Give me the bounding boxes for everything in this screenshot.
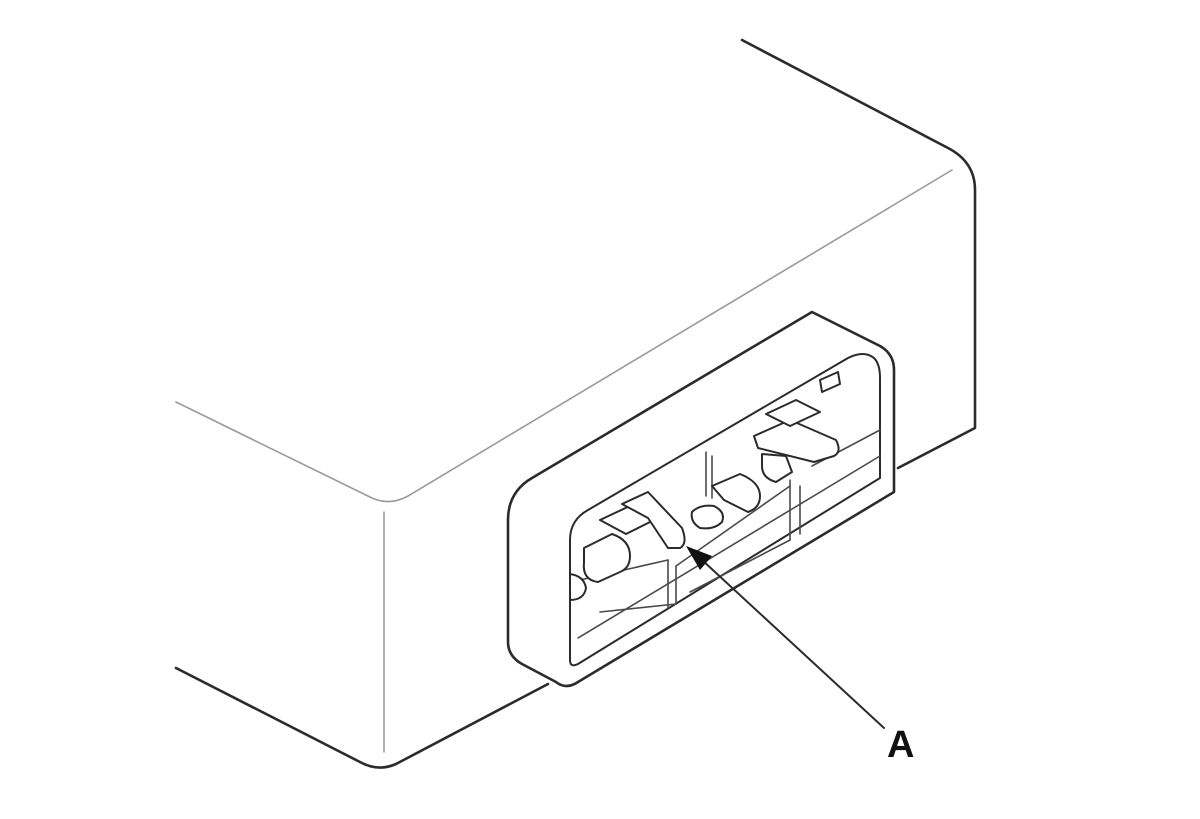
control-unit-housing [174, 38, 977, 769]
terminal-pin [690, 504, 724, 530]
terminal-pin [765, 399, 821, 427]
arrowhead [686, 546, 712, 570]
terminal-pins [569, 371, 841, 601]
terminal-pin [753, 419, 840, 463]
callout-leader-arrow [686, 546, 885, 729]
terminal-pin [621, 491, 686, 549]
terminal-pin [761, 453, 793, 483]
callout-label-a: A [887, 724, 915, 766]
terminal-pin [711, 473, 761, 513]
terminal-pin [819, 371, 841, 393]
connector-shroud [506, 310, 896, 688]
terminal-pin [569, 573, 587, 601]
terminal-pin [582, 533, 631, 583]
